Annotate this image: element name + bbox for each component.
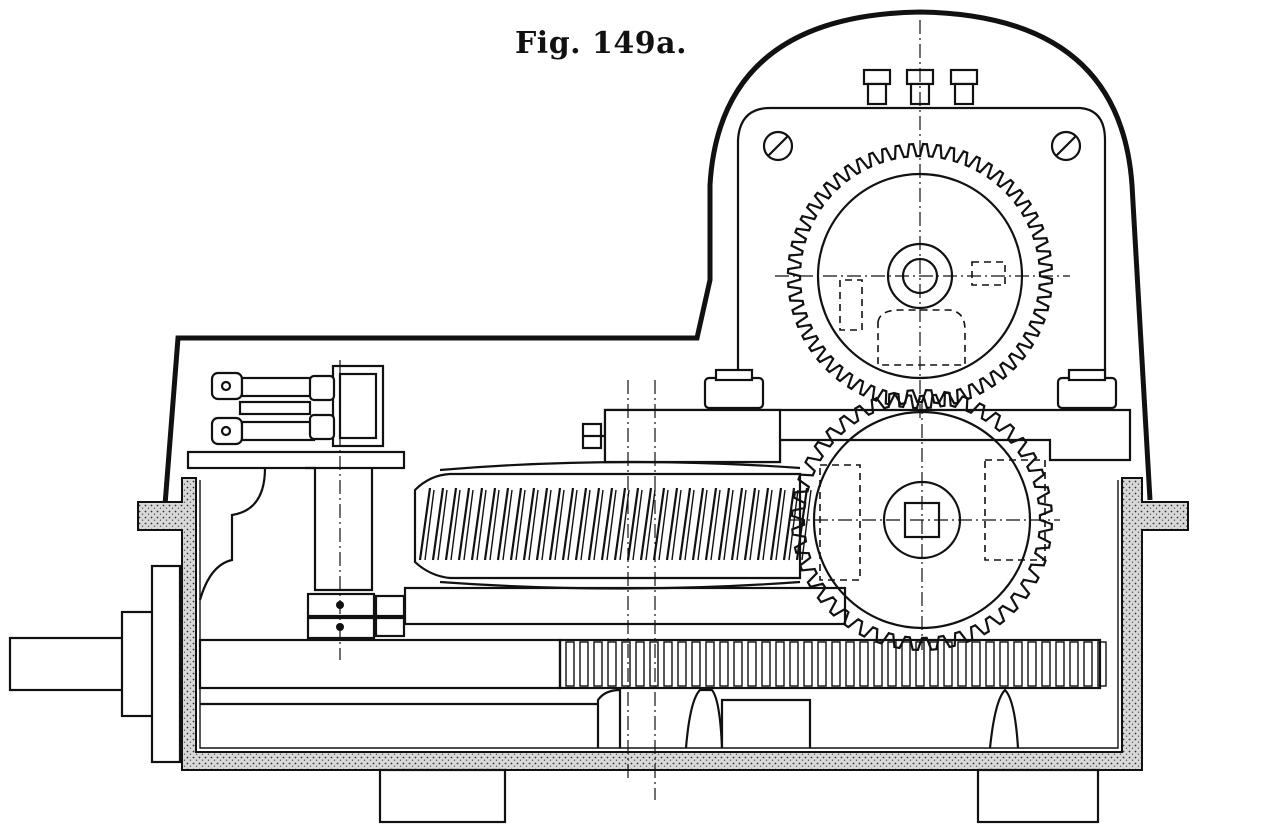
contact-spring-lower	[210, 416, 316, 446]
worm-wheel-body	[413, 472, 802, 580]
switch-pedestal	[305, 466, 374, 592]
bridge-block	[603, 408, 782, 464]
lower-gear-rack	[565, 641, 1107, 687]
switch-base-plate	[186, 450, 406, 470]
shaft-collar	[120, 610, 156, 718]
set-screw	[581, 422, 605, 450]
upper-plate	[736, 106, 1107, 410]
screw-left	[762, 130, 794, 162]
nut-right	[1056, 368, 1118, 410]
rib-2	[684, 688, 724, 749]
main-shaft	[8, 636, 127, 692]
casing-wall	[137, 477, 1189, 771]
figure-caption: Fig. 149a.	[515, 26, 688, 61]
contact-block	[308, 364, 385, 448]
rib-3	[988, 688, 1020, 749]
foot-left	[378, 768, 507, 824]
contact-spring-upper	[210, 371, 316, 401]
lower-flange	[403, 586, 847, 626]
nut-left	[703, 368, 765, 410]
screw-right	[1050, 130, 1082, 162]
worm-wheel-teeth	[418, 487, 812, 561]
housing-cover	[162, 9, 1153, 506]
shaft-inner	[198, 638, 562, 690]
rib-1	[596, 688, 622, 748]
terminal-posts	[862, 68, 979, 106]
shaft-flange	[150, 564, 182, 764]
rib-4	[720, 698, 812, 748]
contact-spacer	[238, 400, 312, 416]
casing-inner	[199, 480, 1119, 749]
foot-right	[976, 768, 1100, 824]
switch-clamp	[306, 592, 406, 640]
